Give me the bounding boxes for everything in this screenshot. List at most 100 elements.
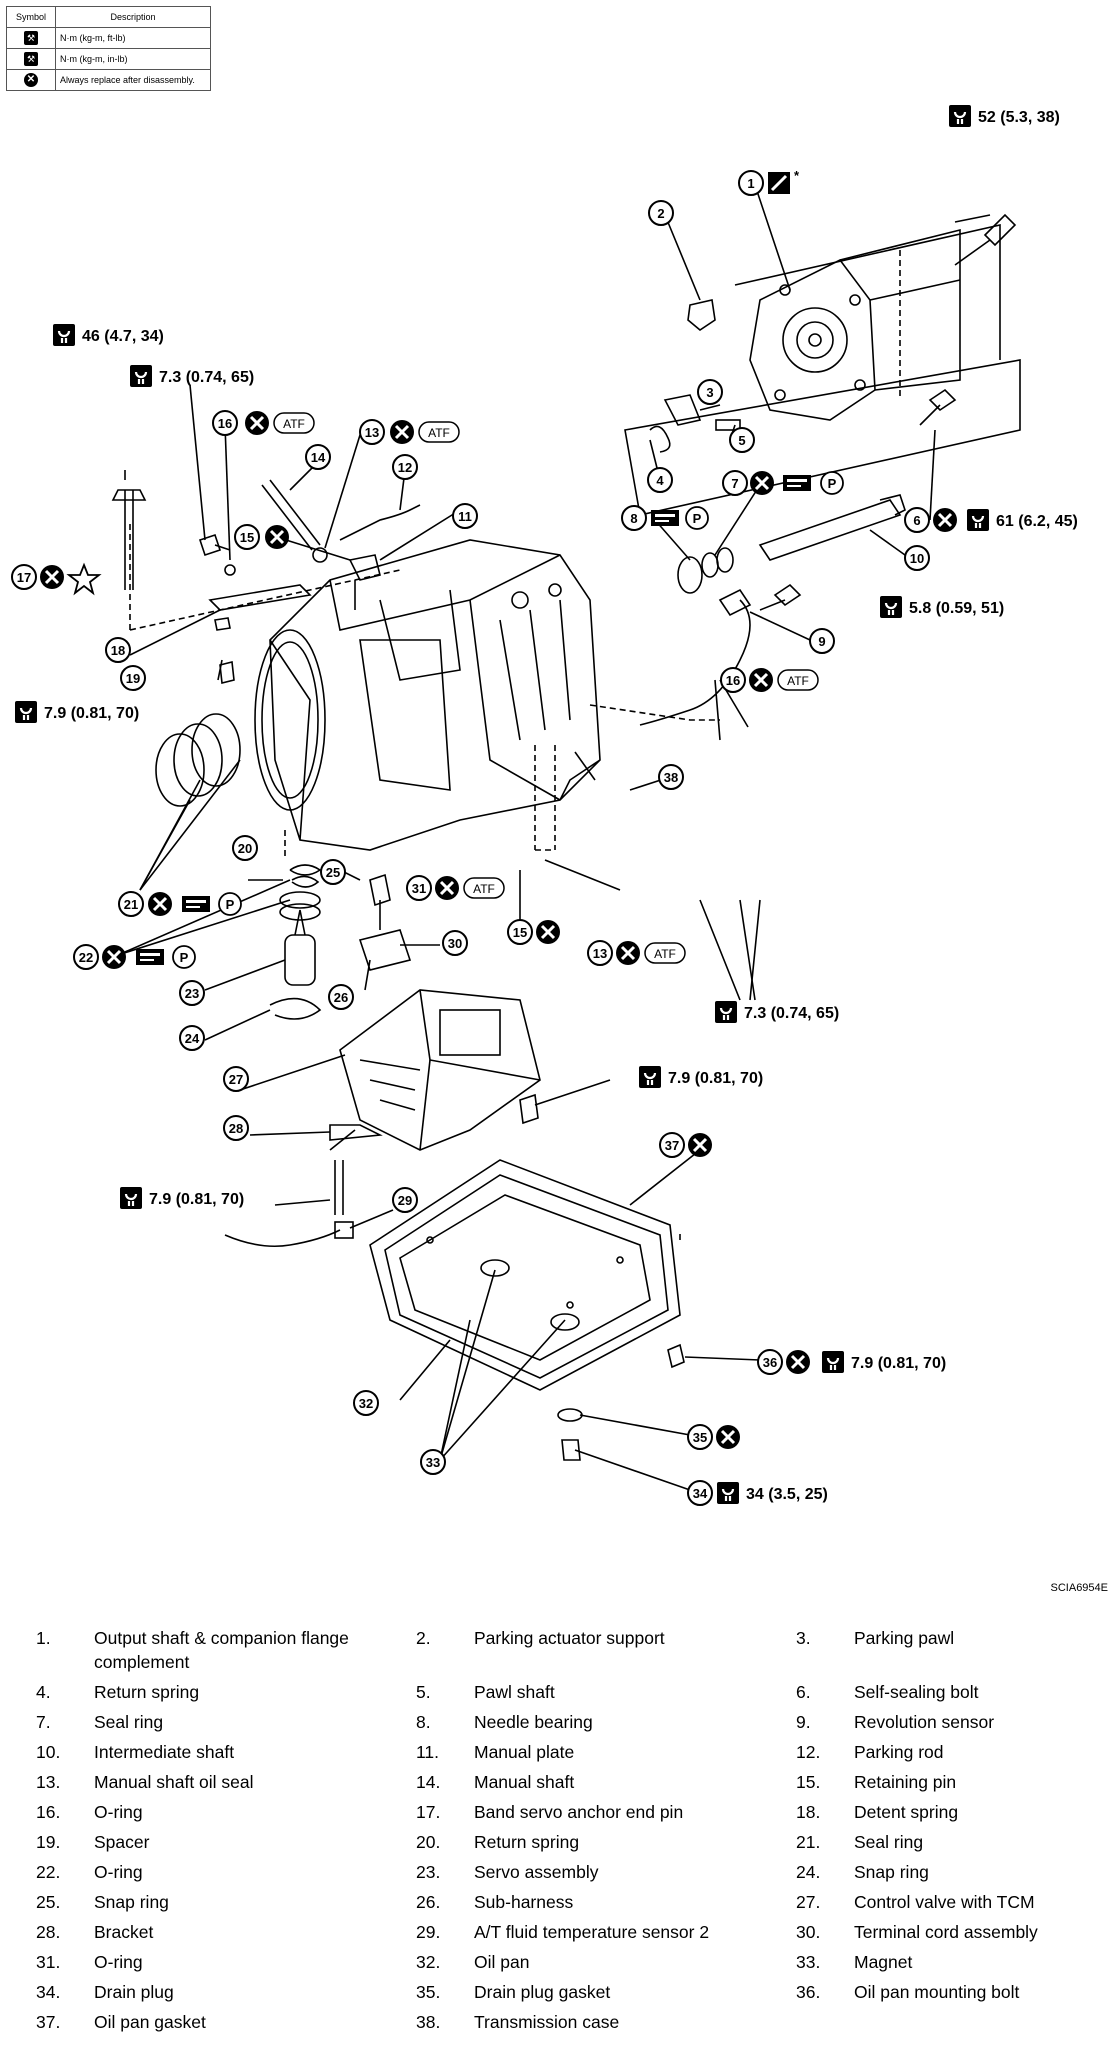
parts-list-item: 29.A/T fluid temperature sensor 2 xyxy=(416,1920,796,1944)
callout-19: 19 xyxy=(120,665,146,691)
callout-32: 32 xyxy=(353,1390,379,1416)
petroleum-jelly-icon xyxy=(182,896,210,912)
replace-x-icon xyxy=(686,1131,714,1159)
part-label: Seal ring xyxy=(854,1832,924,1852)
parts-list-item: 38.Transmission case xyxy=(416,2010,796,2034)
callout-37: 37 xyxy=(659,1132,685,1158)
torque-spec: 34 (3.5, 25) xyxy=(746,1486,828,1503)
torque-wrench-small-icon xyxy=(713,999,739,1025)
part-label: Oil pan xyxy=(474,1952,530,1972)
svg-text:P: P xyxy=(180,950,189,965)
svg-text:1: 1 xyxy=(747,176,754,191)
torque-wrench-small-icon xyxy=(13,699,39,725)
replace-x-icon xyxy=(931,506,959,534)
svg-text:21: 21 xyxy=(124,897,138,912)
part-label: O-ring xyxy=(94,1952,143,1972)
petroleum-jelly-icon xyxy=(136,949,164,965)
part-label: Oil pan mounting bolt xyxy=(854,1982,1020,2002)
replace-x-icon: ✕ xyxy=(24,73,38,87)
svg-text:16: 16 xyxy=(726,673,740,688)
part-number: 31. xyxy=(36,1952,61,1972)
torque-spec: 7.9 (0.81, 70) xyxy=(44,705,139,722)
replace-x-icon xyxy=(243,409,271,437)
callout-21: 21 xyxy=(118,891,144,917)
replace-x-icon xyxy=(614,939,642,967)
svg-text:32: 32 xyxy=(359,1396,373,1411)
part-label: Drain plug gasket xyxy=(474,1982,611,2002)
part-number: 30. xyxy=(796,1922,821,1942)
callout-2: 2 xyxy=(648,200,674,226)
parts-list-item: 12.Parking rod xyxy=(796,1740,1118,1764)
callout-13: 13 xyxy=(587,940,613,966)
parts-list-item: 31. O-ring xyxy=(36,1950,416,1974)
parts-list-item: 26.Sub-harness xyxy=(416,1890,796,1914)
callout-13: 13 xyxy=(359,419,385,445)
atf-mark: ATF xyxy=(463,877,505,899)
svg-text:15: 15 xyxy=(513,925,527,940)
callout-36: 36 xyxy=(757,1349,783,1375)
parts-list-item: 24.Snap ring xyxy=(796,1860,1118,1884)
part-label: Terminal cord assembly xyxy=(854,1922,1038,1942)
svg-text:2: 2 xyxy=(657,206,664,221)
part-label: O-ring xyxy=(94,1802,143,1822)
parts-list-item: 14.Manual shaft xyxy=(416,1770,796,1794)
part-label: Return spring xyxy=(94,1682,200,1702)
svg-text:16: 16 xyxy=(218,416,232,431)
part-label: Detent spring xyxy=(854,1802,959,1822)
torque-specs: 52 (5.3, 38) 46 (4.7, 34) 7.3 (0.74, 65)… xyxy=(13,103,1078,1506)
svg-text:11: 11 xyxy=(458,509,472,524)
svg-text:17: 17 xyxy=(17,570,31,585)
replace-x-icon xyxy=(146,890,174,918)
part-number: 28. xyxy=(36,1922,61,1942)
part-number: 13. xyxy=(36,1772,61,1792)
callout-4: 4 xyxy=(647,467,673,493)
part-label: O-ring xyxy=(94,1862,143,1882)
petroleum-jelly-icon xyxy=(783,475,811,491)
svg-text:P: P xyxy=(693,511,702,526)
part-number: 29. xyxy=(416,1922,441,1942)
part-number: 35. xyxy=(416,1982,441,2002)
part-number: 16. xyxy=(36,1802,61,1822)
part-label: Manual shaft oil seal xyxy=(94,1772,254,1792)
callout-18: 18 xyxy=(105,637,131,663)
callout-11: 11 xyxy=(452,503,478,529)
svg-text:31: 31 xyxy=(412,881,426,896)
svg-text:24: 24 xyxy=(185,1031,200,1046)
callout-24: 24 xyxy=(179,1025,205,1051)
svg-text:28: 28 xyxy=(229,1121,243,1136)
callout-5: 5 xyxy=(729,427,755,453)
p-mark: P xyxy=(820,471,844,495)
part-number: 19. xyxy=(36,1832,61,1852)
parts-list-item: 32.Oil pan xyxy=(416,1950,796,1974)
svg-text:27: 27 xyxy=(229,1072,243,1087)
svg-text:26: 26 xyxy=(334,990,348,1005)
legend-row-text: Always replace after disassembly. xyxy=(55,69,211,91)
parts-list-item: 8. Needle bearing xyxy=(416,1710,796,1734)
part-number: 11. xyxy=(416,1742,440,1762)
part-label: Needle bearing xyxy=(474,1712,593,1732)
parts-list-item: 23.Servo assembly xyxy=(416,1860,796,1884)
parts-list-item: 15.Retaining pin xyxy=(796,1770,1118,1794)
part-number: 4. xyxy=(36,1682,51,1702)
svg-text:35: 35 xyxy=(693,1430,707,1445)
torque-wrench-small-icon xyxy=(878,594,904,620)
callout-8: 8 xyxy=(621,505,647,531)
part-number: 5. xyxy=(416,1682,431,1702)
svg-text:P: P xyxy=(828,476,837,491)
part-label: Snap ring xyxy=(854,1862,929,1882)
part-number: 37. xyxy=(36,2012,61,2032)
svg-text:4: 4 xyxy=(656,473,664,488)
part-number: 22. xyxy=(36,1862,61,1882)
replace-x-icon xyxy=(38,563,66,591)
callout-34: 34 xyxy=(687,1480,713,1506)
part-number: 8. xyxy=(416,1712,431,1732)
torque-spec: 5.8 (0.59, 51) xyxy=(909,600,1004,617)
part-label: Bracket xyxy=(94,1922,154,1942)
grease-pen-icon-stroke xyxy=(770,174,788,192)
svg-text:13: 13 xyxy=(593,946,607,961)
p-mark: P xyxy=(218,892,242,916)
parts-list-item: 17.Band servo anchor end pin xyxy=(416,1800,796,1824)
replace-x-icon xyxy=(747,666,775,694)
callout-30: 30 xyxy=(442,930,468,956)
part-label: Control valve with TCM xyxy=(854,1892,1035,1912)
